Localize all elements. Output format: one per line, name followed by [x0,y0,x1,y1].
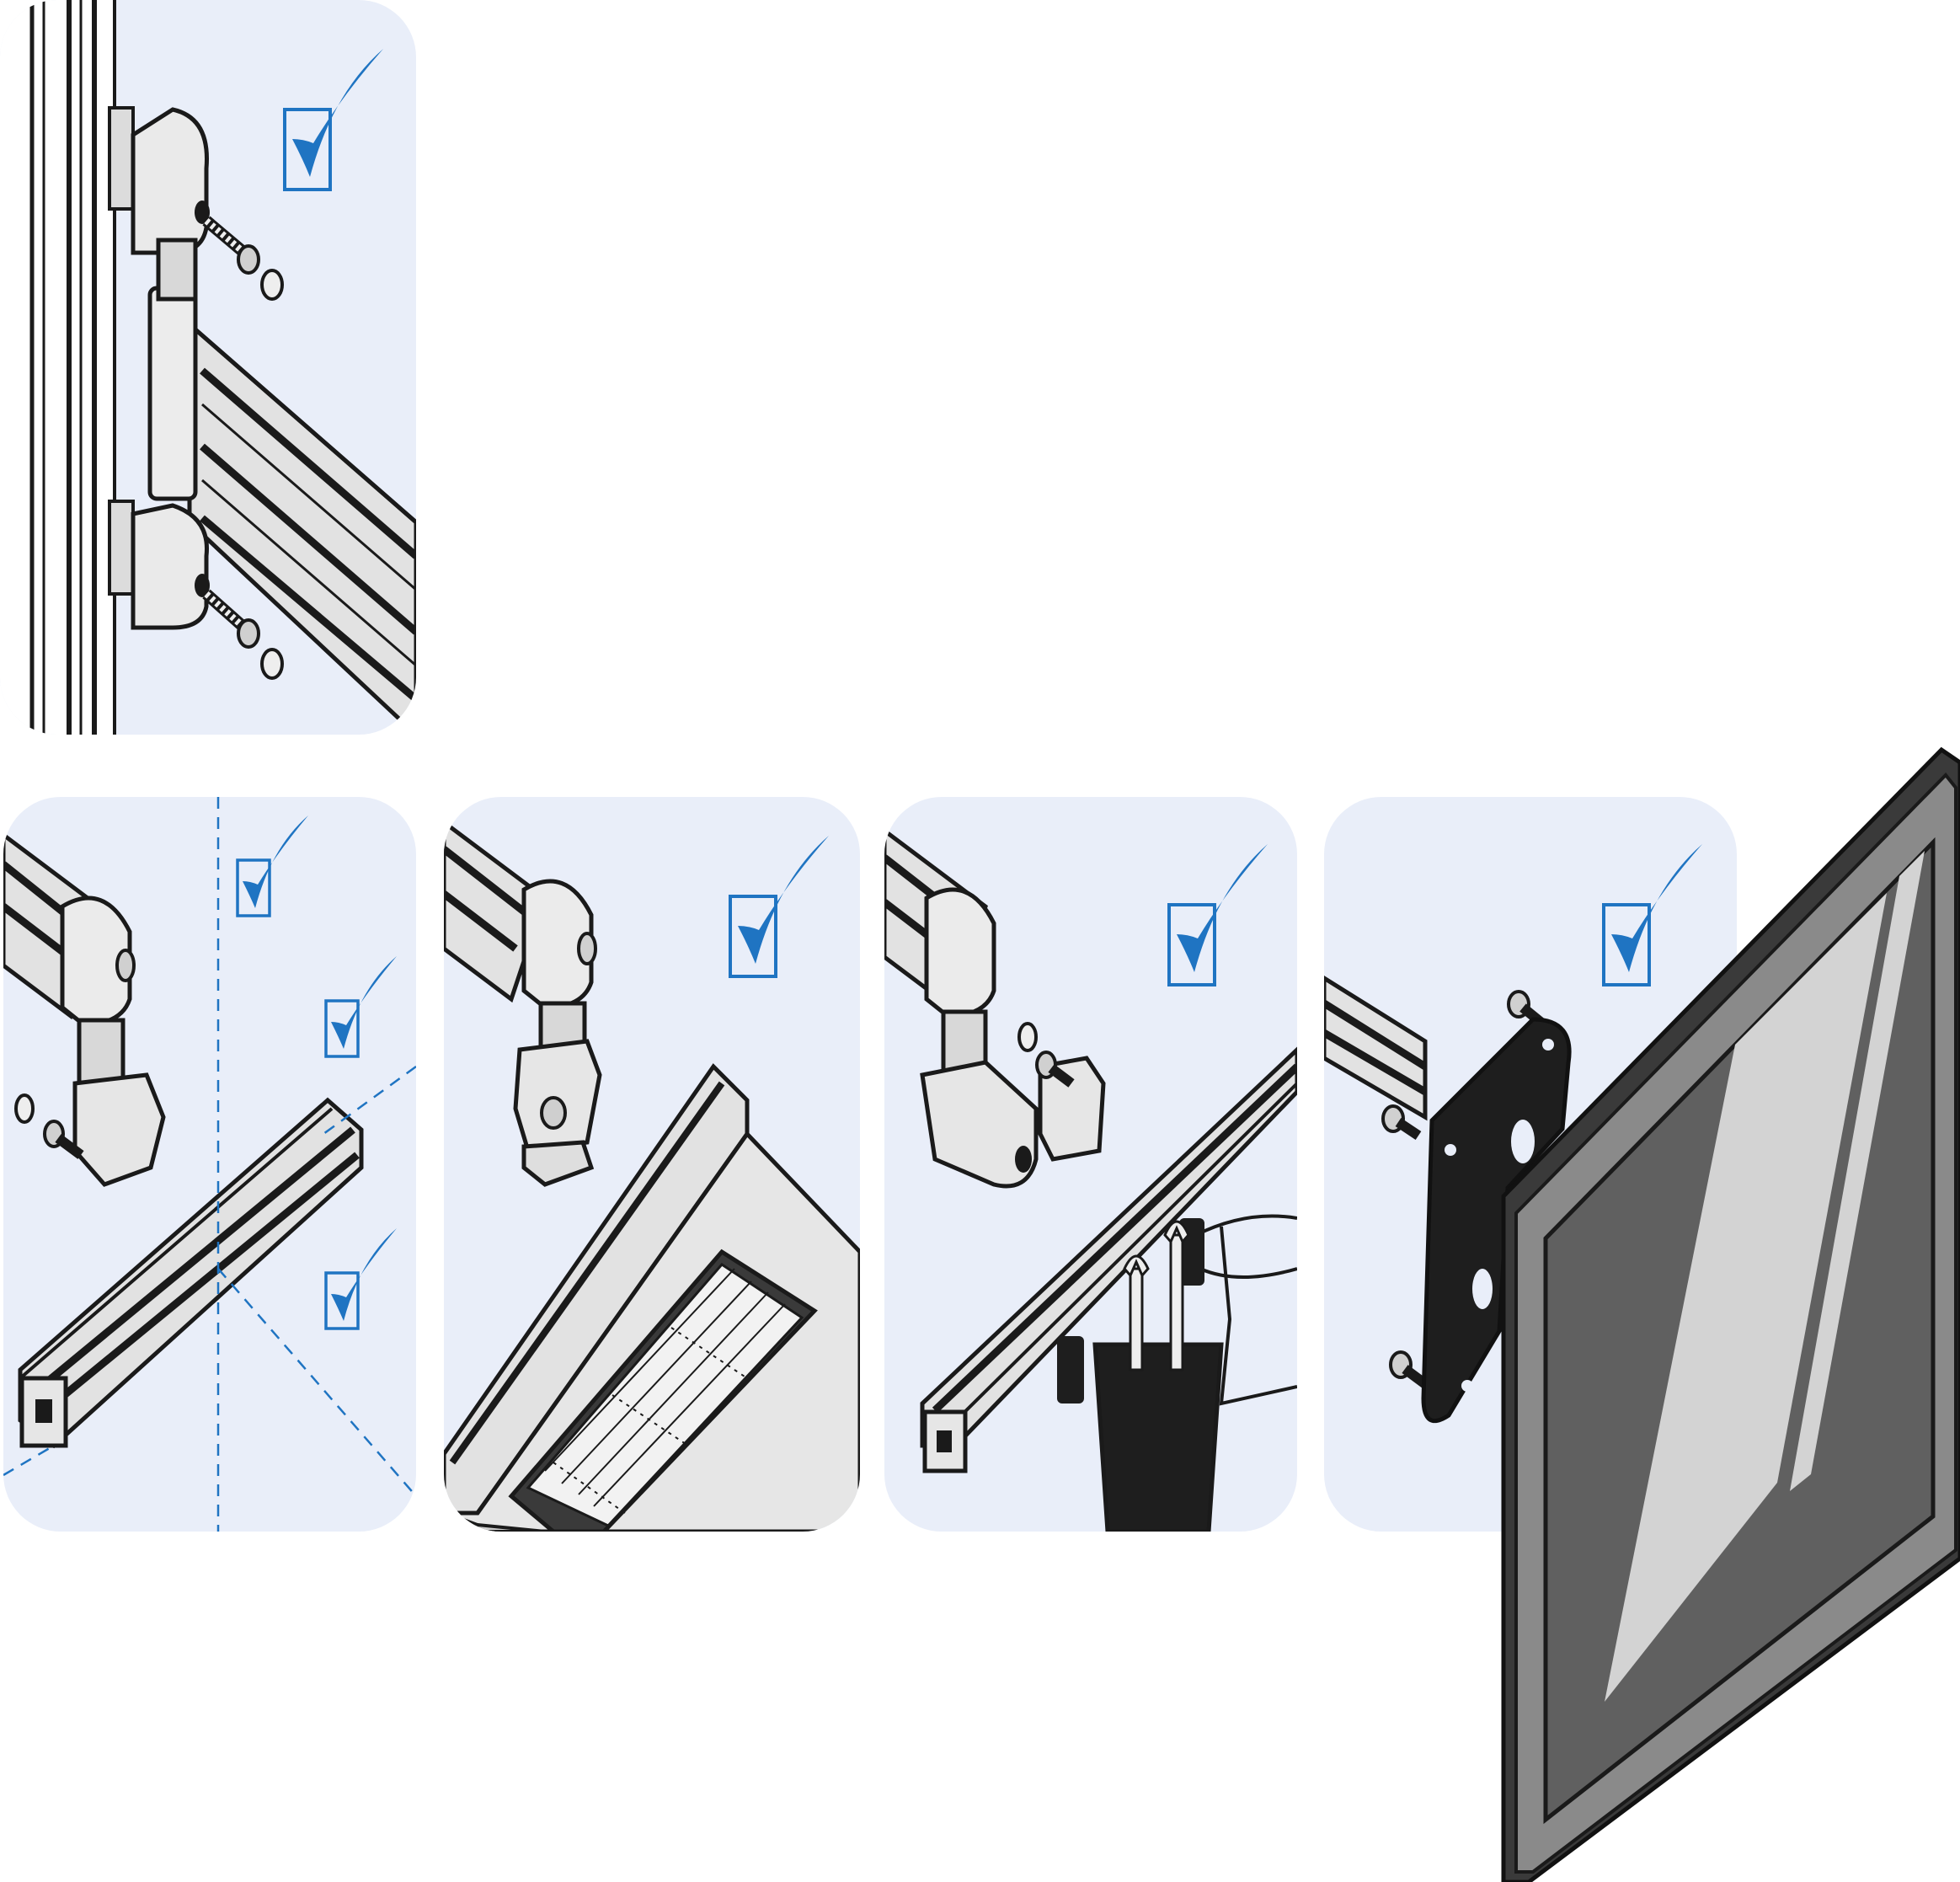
screw-icon [43,1120,84,1159]
clamp-block [1038,1056,1106,1162]
checkmark-icon [1602,844,1702,986]
checkmark-icon [1167,844,1268,986]
washer-icon [1017,1022,1038,1052]
panel-wall-profile-hinge [0,0,416,735]
arm-profile [444,819,547,1003]
panel-rotation-axes [3,797,416,1532]
screw-icon [1035,1051,1075,1088]
checkmark-icon [729,836,829,978]
wrench-icon [1163,1220,1190,1371]
washer-icon [14,1093,35,1124]
arm-profile [1324,976,1428,1121]
screw-icon [202,216,260,275]
panel-tool-holder [884,797,1297,1532]
checkmark-icon [236,815,308,917]
checkmark-icon [283,49,383,191]
rail-profile [920,1046,1297,1473]
screen-glare [1605,893,1887,1702]
elbow-joint [920,1060,1039,1189]
screw-icon [202,589,260,649]
wire-basket [1195,1214,1297,1406]
monitor-icon [1501,746,1960,1882]
lower-clamp [108,500,210,630]
checkmark-icon [324,1228,397,1330]
screw-icon [1381,1104,1422,1140]
swivel-block [513,1039,602,1153]
vesa-plate-icon [1421,1017,1572,1424]
screen-glare-thin [1790,851,1925,1491]
wrench-icon [1123,1254,1150,1371]
diagonal-axis-lower [217,1268,416,1497]
washer-icon [260,648,284,680]
keyboard-icon [508,1248,818,1532]
panel-keyboard-tray [444,797,860,1532]
holder-clip [1057,1336,1084,1403]
checkmark-icon [324,956,397,1058]
washer-icon [260,269,284,301]
cross-profile [18,1097,364,1449]
upper-clamp [108,106,210,302]
